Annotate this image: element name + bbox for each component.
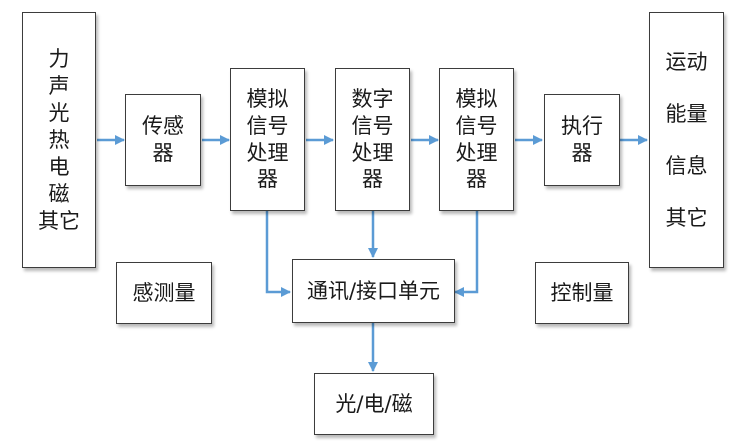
control-quantity-box: 控制量 <box>535 262 629 324</box>
input-label-force: 力 <box>48 46 70 71</box>
input-label-sound: 声 <box>48 73 70 98</box>
sensor-line-1: 传感 <box>142 114 184 139</box>
light-electric-magnetic-label: 光/电/磁 <box>335 391 413 416</box>
comm-interface-box: 通讯/接口单元 <box>292 259 455 323</box>
analog-processor-line-4: 器 <box>257 167 278 192</box>
sensor-box: 传感 器 <box>125 94 201 186</box>
input-label-electric: 电 <box>48 154 70 179</box>
analog-processor-box: 模拟 信号 处理 器 <box>230 68 305 211</box>
light-electric-magnetic-box: 光/电/磁 <box>314 373 434 435</box>
input-label-other: 其它 <box>38 208 80 233</box>
input-label-magnetic: 磁 <box>48 181 70 206</box>
output-label-information: 信息 <box>665 154 708 178</box>
output-label-other: 其它 <box>665 206 708 230</box>
actuator-text: 执行 器 <box>561 113 603 167</box>
analog-processor-line-1: 模拟 <box>246 86 289 111</box>
digital-processor-line-4: 器 <box>362 167 383 192</box>
output-label-motion: 运动 <box>665 50 708 74</box>
control-quantity-label: 控制量 <box>550 280 614 305</box>
analog-output-processor-box: 模拟 信号 处理 器 <box>439 68 514 211</box>
inputs-box-text: 力 声 光 热 电 磁 其它 <box>38 46 80 235</box>
arrow-analog-in-to-comm <box>265 211 291 297</box>
measured-quantity-label: 感测量 <box>132 280 196 305</box>
inputs-box: 力 声 光 热 电 磁 其它 <box>22 12 96 268</box>
actuator-line-2: 器 <box>571 141 593 165</box>
analog-output-processor-line-2: 信号 <box>455 113 498 138</box>
input-label-light: 光 <box>48 100 70 125</box>
outputs-box: 运动 能量 信息 其它 <box>649 12 724 268</box>
analog-output-processor-line-3: 处理 <box>455 140 498 165</box>
analog-processor-text: 模拟 信号 处理 器 <box>247 86 289 194</box>
actuator-box: 执行 器 <box>544 94 620 186</box>
outputs-box-text: 运动 能量 信息 其它 <box>666 36 708 244</box>
analog-output-processor-line-4: 器 <box>466 167 487 192</box>
analog-output-processor-line-1: 模拟 <box>455 86 498 111</box>
sensor-text: 传感 器 <box>142 113 184 167</box>
analog-processor-line-2: 信号 <box>246 113 289 138</box>
output-label-energy: 能量 <box>665 102 708 126</box>
sensor-line-2: 器 <box>152 141 174 165</box>
digital-processor-box: 数字 信号 处理 器 <box>335 68 410 211</box>
analog-output-processor-text: 模拟 信号 处理 器 <box>456 86 498 194</box>
arrow-analog-out-to-comm <box>454 211 479 297</box>
comm-interface-label: 通讯/接口单元 <box>306 278 441 303</box>
digital-processor-line-2: 信号 <box>351 113 394 138</box>
actuator-line-1: 执行 <box>561 114 603 139</box>
analog-processor-line-3: 处理 <box>246 140 289 165</box>
digital-processor-line-1: 数字 <box>351 86 394 111</box>
measured-quantity-box: 感测量 <box>116 262 212 324</box>
digital-processor-line-3: 处理 <box>351 140 394 165</box>
input-label-heat: 热 <box>48 127 70 152</box>
digital-processor-text: 数字 信号 处理 器 <box>352 86 394 194</box>
